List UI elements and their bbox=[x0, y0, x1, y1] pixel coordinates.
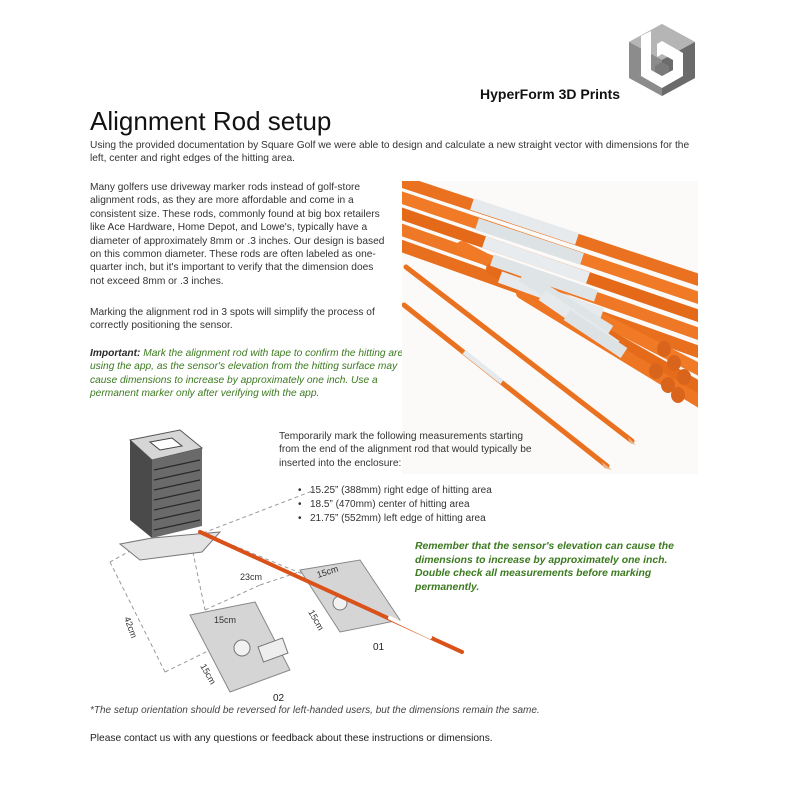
marking-paragraph: Marking the alignment rod in 3 spots wil… bbox=[90, 307, 375, 332]
dim-42cm: 42cm bbox=[122, 615, 139, 639]
measurements-list: 15.25” (388mm) right edge of hitting are… bbox=[298, 484, 492, 526]
important-note: Important: Mark the alignment rod with t… bbox=[90, 347, 415, 401]
brand-name: HyperForm 3D Prints bbox=[480, 86, 621, 102]
hyperform-logo-icon bbox=[629, 24, 695, 96]
sensor-enclosure-icon bbox=[118, 429, 222, 561]
dim-15cm-right: 15cm bbox=[306, 608, 326, 632]
page-title: Alignment Rod setup bbox=[90, 106, 332, 136]
dim-15cm-left: 15cm bbox=[198, 662, 218, 686]
list-item: 21.75” (552mm) left edge of hitting area bbox=[298, 512, 492, 526]
measurements-intro: Temporarily mark the following measureme… bbox=[279, 431, 532, 469]
mat-01-label: 01 bbox=[373, 642, 385, 653]
intro-paragraph: Using the provided documentation by Squa… bbox=[90, 140, 690, 165]
setup-diagram: 23cm 15cm 15cm 15cm 15cm 42cm 01 02 bbox=[109, 429, 464, 704]
list-item: 15.25” (388mm) right edge of hitting are… bbox=[298, 484, 492, 498]
dim-23cm: 23cm bbox=[240, 572, 262, 582]
reminder-note: Remember that the sensor's elevation can… bbox=[415, 541, 674, 593]
rods-paragraph: Many golfers use driveway marker rods in… bbox=[90, 182, 385, 287]
mat-02-label: 02 bbox=[273, 693, 285, 704]
list-item: 18.5” (470mm) center of hitting area bbox=[298, 498, 492, 512]
left-handed-footnote: *The setup orientation should be reverse… bbox=[90, 705, 540, 716]
ball-icon bbox=[233, 639, 251, 657]
marker-rods-image bbox=[402, 181, 698, 474]
tee-strip-icon bbox=[257, 637, 289, 663]
contact-line: Please contact us with any questions or … bbox=[90, 733, 493, 744]
important-label: Important: bbox=[90, 348, 141, 359]
dim-15cm-mid: 15cm bbox=[214, 615, 236, 625]
important-text: Mark the alignment rod with tape to conf… bbox=[90, 348, 409, 400]
